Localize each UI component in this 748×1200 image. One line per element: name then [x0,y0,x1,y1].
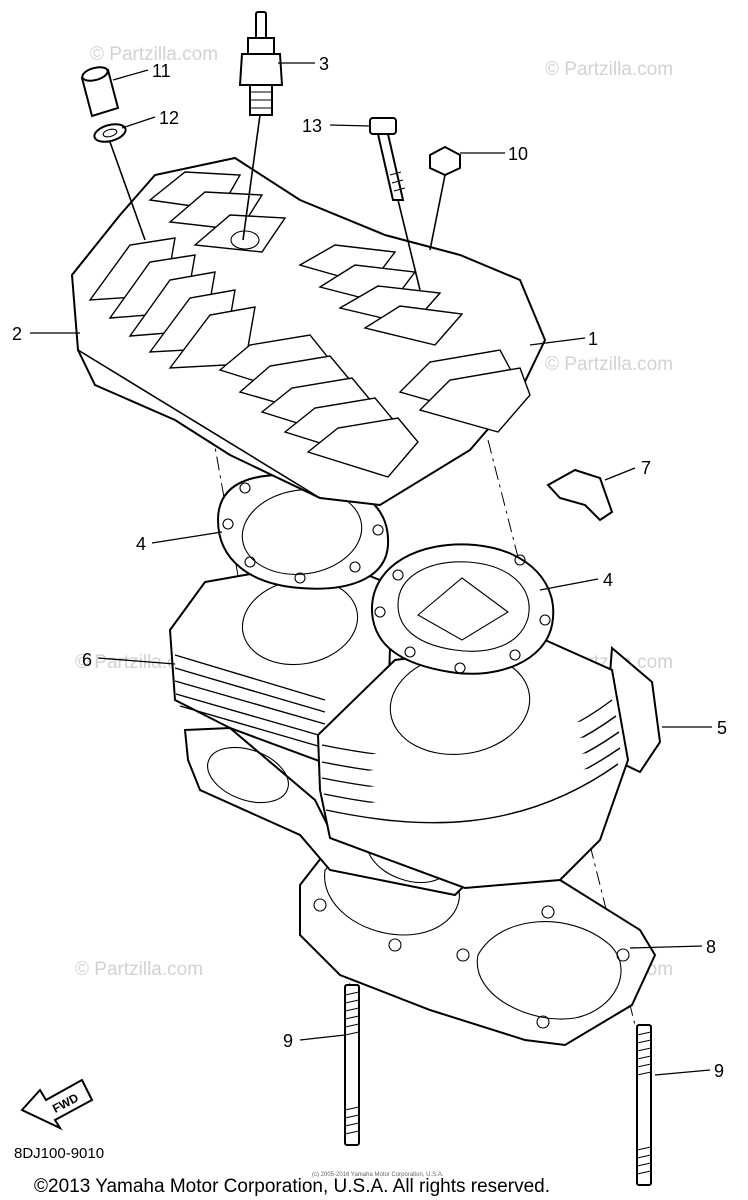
callout-2: 2 [12,324,22,344]
head-gasket-right[interactable] [370,543,555,675]
callout-1: 1 [588,329,598,349]
head-gasket-left[interactable] [216,474,390,590]
callout-4: 4 [136,534,146,554]
cylinder-head[interactable] [70,156,547,507]
spark-plug[interactable] [238,11,284,241]
head-bolt[interactable] [369,117,421,291]
callout-7: 7 [641,458,651,478]
diagram-code: 8DJ100-9010 [14,1145,104,1162]
cylinder-block[interactable] [168,558,630,897]
callouts: 1 2 3 4 4 5 6 7 8 9 9 10 11 12 13 [12,54,727,1081]
washer[interactable] [92,121,146,241]
callout-13: 13 [302,116,322,136]
watermark-text: © Partzilla.com [75,959,203,980]
fine-print: (c) 2005-2016 Yamaha Motor Corporation, … [312,1172,444,1178]
callout-3: 3 [319,54,329,74]
callout-10: 10 [508,144,528,164]
wedge-bracket[interactable] [546,468,614,522]
copyright-notice: ©2013 Yamaha Motor Corporation, U.S.A. A… [34,1176,550,1197]
callout-11: 11 [152,61,171,81]
callout-4: 4 [603,570,613,590]
callout-6: 6 [82,650,92,670]
watermark-text: © Partzilla.com [545,354,673,375]
sleeve[interactable] [80,65,120,118]
callout-12: 12 [159,108,179,128]
watermark-text: © Partzilla.com [90,44,218,65]
stud-bolt-right[interactable] [636,1024,652,1186]
watermark-text: © Partzilla.com [545,59,673,80]
callout-9: 9 [283,1031,293,1051]
stud-bolt-left[interactable] [344,984,360,1146]
head-nut[interactable] [429,145,461,251]
callout-8: 8 [706,937,716,957]
leader-lines [30,62,712,1076]
callout-5: 5 [717,718,727,738]
callout-9: 9 [714,1061,724,1081]
fwd-arrow: FWD [20,1078,94,1131]
